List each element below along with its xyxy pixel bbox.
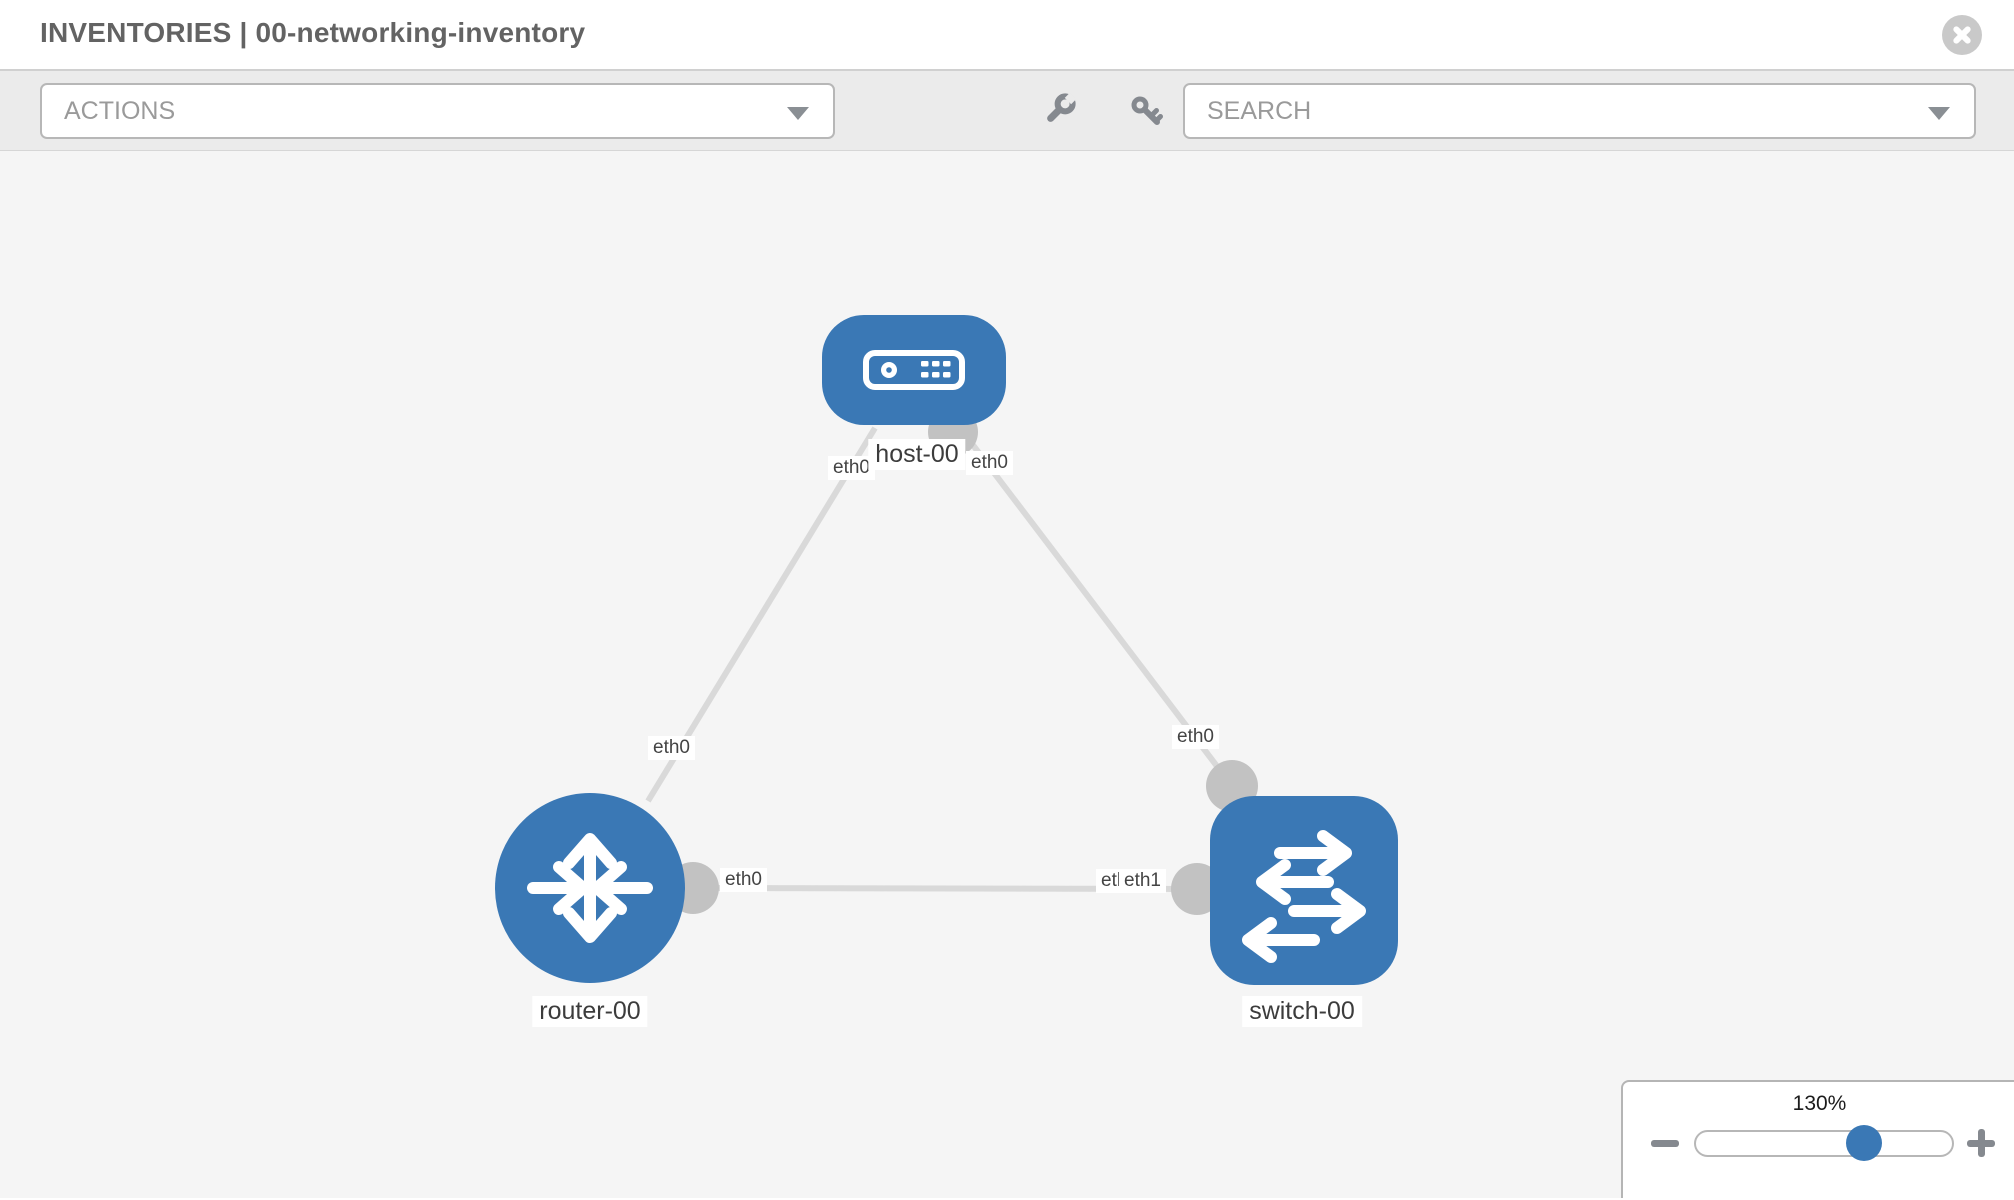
- topology-canvas[interactable]: eth0 eth0 eth0 eth0 eth0 eth0 eth1 host-…: [0, 151, 2014, 1198]
- iface-label: eth0: [720, 868, 767, 892]
- iface-label: eth0: [648, 736, 695, 760]
- zoom-slider-track[interactable]: [1694, 1130, 1954, 1157]
- wrench-glyph: [1047, 92, 1077, 122]
- page-title: INVENTORIES | 00-networking-inventory: [40, 17, 586, 48]
- zoom-level-value: 130%: [1792, 1092, 1847, 1115]
- close-icon[interactable]: [1942, 15, 1982, 55]
- wrench-icon[interactable]: [1040, 89, 1086, 135]
- search-dropdown[interactable]: SEARCH: [1183, 83, 1976, 139]
- iface-label: eth0: [1172, 725, 1219, 749]
- toolbar: ACTIONS SEARCH: [0, 71, 2014, 151]
- header-bar: INVENTORIES | 00-networking-inventory: [0, 0, 2014, 71]
- node-router-00[interactable]: [495, 793, 685, 983]
- actions-dropdown-label: ACTIONS: [64, 96, 176, 125]
- node-label-switch-00: switch-00: [1242, 996, 1362, 1027]
- switch-icon: [1242, 830, 1366, 963]
- links-layer: [645, 407, 1258, 915]
- plus-icon: [1978, 1129, 1985, 1157]
- node-label-host-00: host-00: [868, 439, 966, 470]
- chevron-down-icon: [787, 107, 809, 120]
- actions-dropdown[interactable]: ACTIONS: [40, 83, 835, 139]
- chevron-down-icon: [1928, 107, 1950, 120]
- node-host-00[interactable]: [822, 315, 1006, 425]
- toolbar-icon-group: [1040, 86, 1170, 138]
- zoom-in-button[interactable]: [1965, 1127, 1997, 1159]
- router-icon: [527, 833, 653, 943]
- zoom-control-panel: 130%: [1621, 1080, 2014, 1198]
- zoom-slider-thumb[interactable]: [1846, 1125, 1882, 1161]
- key-glyph: [1131, 96, 1163, 125]
- search-dropdown-label: SEARCH: [1207, 96, 1312, 125]
- node-label-router-00: router-00: [532, 996, 648, 1027]
- iface-label: eth1: [1119, 869, 1166, 893]
- minus-icon: [1651, 1140, 1679, 1147]
- zoom-out-button[interactable]: [1649, 1127, 1681, 1159]
- host-icon: [863, 350, 965, 390]
- iface-label: eth0: [966, 451, 1013, 475]
- key-icon[interactable]: [1124, 89, 1170, 135]
- node-switch-00[interactable]: [1210, 796, 1398, 985]
- iface-label: eth0: [828, 456, 875, 480]
